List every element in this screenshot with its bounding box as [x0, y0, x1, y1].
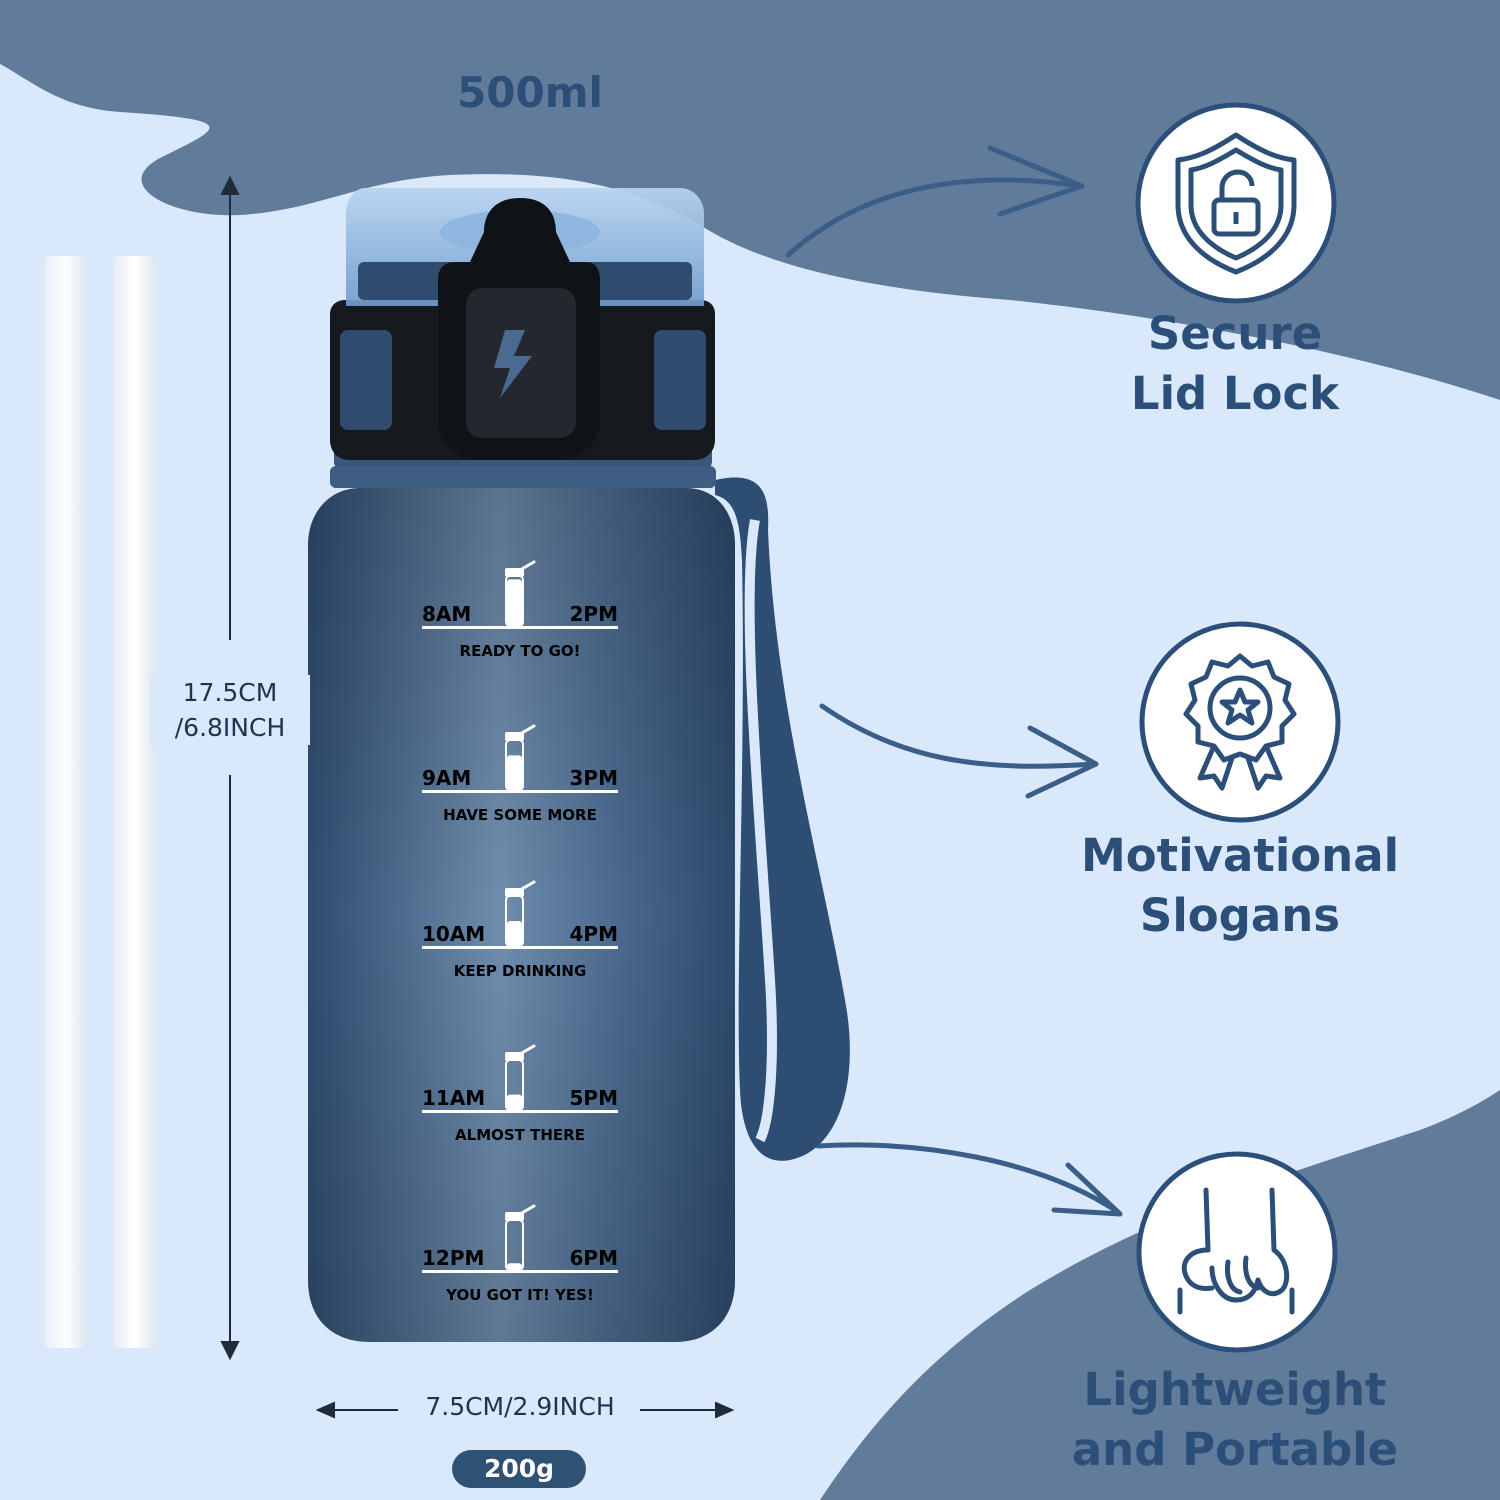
feature-icon-circle-3: [1136, 1151, 1338, 1353]
callout-arrow-lid: [785, 177, 1083, 258]
width-arrow-right-head: [715, 1401, 735, 1419]
neck-ring-bottom: [330, 466, 716, 488]
time-marker-right: 3PM: [570, 766, 618, 790]
motivational-slogan: ALMOST THERE: [455, 1126, 585, 1144]
motivational-slogan: HAVE SOME MORE: [443, 806, 597, 824]
feature-title-line2: and Portable: [1071, 1423, 1399, 1476]
time-marker-line: [422, 626, 618, 629]
lightning-bolt-icon: [494, 330, 532, 398]
time-marker-right: 4PM: [570, 922, 618, 946]
callout-arrow-lid-head: [987, 145, 1085, 217]
time-marker-left: 12PM: [422, 1246, 484, 1270]
lid-side-button-right: [654, 330, 706, 430]
feature-title-line1: Motivational: [1080, 829, 1399, 882]
top-band-shape: [0, 0, 1500, 400]
time-marker-left: 11AM: [422, 1086, 485, 1110]
motivational-slogan: KEEP DRINKING: [454, 962, 587, 980]
feature-title-line1: Lightweight: [1083, 1363, 1387, 1416]
weight-badge: 200g: [452, 1450, 586, 1488]
time-marker-graphics: [422, 560, 618, 1273]
time-marker-right: 6PM: [570, 1246, 618, 1270]
mini-bottle-icon: [505, 880, 536, 947]
height-dimension-label: 17.5CM /6.8INCH: [150, 675, 310, 745]
feature-title-line1: Secure: [1147, 307, 1323, 360]
time-marker-left: 8AM: [422, 602, 471, 626]
mini-bottle-icon: [505, 724, 536, 791]
height-arrow-down-head: [220, 1341, 240, 1361]
time-marker-line: [422, 946, 618, 949]
mini-bottle-icon: [505, 1204, 536, 1271]
feature-title-line2: Slogans: [1139, 889, 1341, 942]
time-marker-line: [422, 1110, 618, 1113]
height-arrow-up-head: [220, 175, 240, 195]
callout-arrow-slogans-head: [1025, 725, 1099, 799]
straw-1: [44, 256, 87, 1348]
motivational-slogan: READY TO GO!: [460, 642, 581, 660]
time-marker-line: [422, 1270, 618, 1273]
feature-title-line2: Lid Lock: [1130, 367, 1340, 420]
capacity-label: 500ml: [457, 68, 603, 117]
strap-gap: [744, 519, 777, 1143]
time-marker-left: 10AM: [422, 922, 485, 946]
feature-icon-circle-1: [1135, 102, 1337, 304]
straw-2: [113, 256, 156, 1348]
mini-bottle-icon: [505, 1044, 536, 1111]
bottle-body-shade: [308, 488, 735, 1342]
callout-arrow-slogans: [819, 703, 1097, 769]
height-inch: /6.8INCH: [174, 713, 286, 742]
feature-title-secure-lid: Secure Lid Lock: [1090, 304, 1380, 424]
callout-arrow-portable-head: [1051, 1162, 1123, 1217]
height-cm: 17.5CM: [182, 678, 278, 707]
hand-grip-icon: [1177, 1187, 1295, 1315]
callout-arrow-portable: [815, 1142, 1121, 1215]
lid-side-button-left: [340, 330, 392, 430]
time-marker-left: 9AM: [422, 766, 471, 790]
feature-icon-circle-2: [1139, 621, 1341, 823]
award-badge-icon: [1183, 653, 1297, 791]
motivational-slogan: YOU GOT IT! YES!: [445, 1286, 594, 1304]
feature-title-lightweight: Lightweight and Portable: [1055, 1360, 1415, 1480]
mini-bottle-icon: [505, 560, 536, 627]
feature-title-motivational: Motivational Slogans: [1060, 826, 1420, 946]
time-marker-line: [422, 790, 618, 793]
width-dimension-label: 7.5CM/2.9INCH: [405, 1392, 635, 1421]
time-marker-right: 2PM: [570, 602, 618, 626]
width-arrow-left-head: [315, 1401, 335, 1419]
time-marker-right: 5PM: [570, 1086, 618, 1110]
shield-lock-icon: [1175, 132, 1297, 275]
